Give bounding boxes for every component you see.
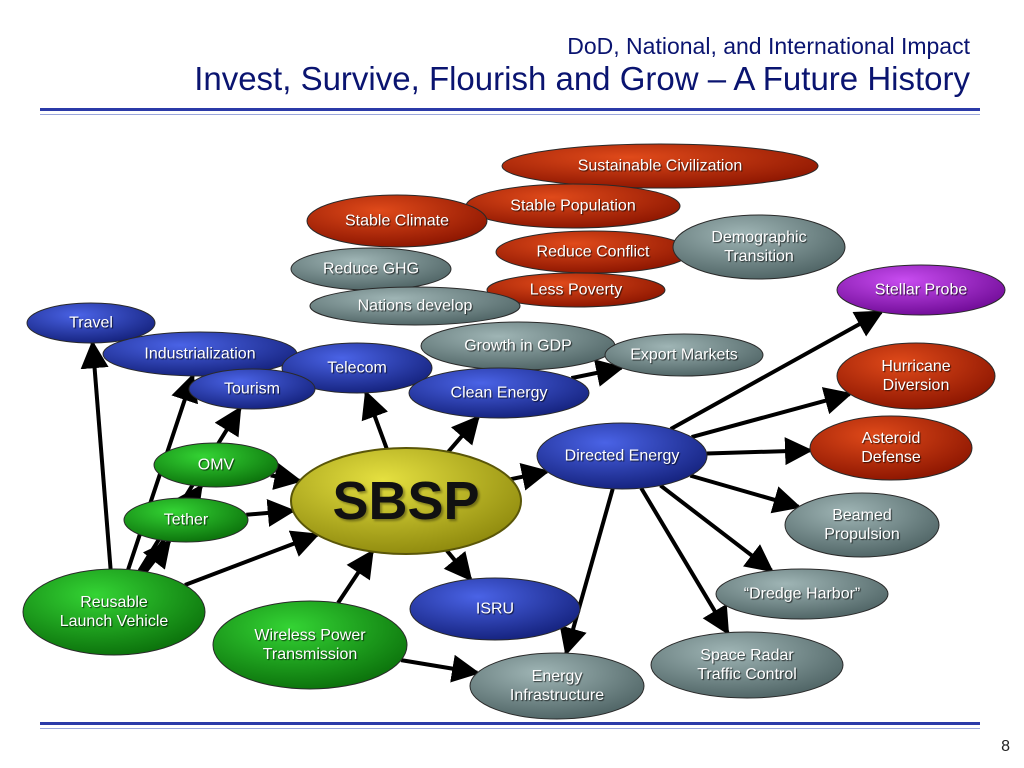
node-travel [26,302,156,344]
node-stable-climate [306,194,488,248]
arrow-reusable-launch-vehicle-to-tether [142,538,172,573]
arrow-directed-energy-to-beamed-propulsion [689,473,802,514]
page-number: 8 [1001,738,1010,755]
node-wireless-power-transmission [212,600,408,690]
node-beamed-propulsion [784,492,940,558]
node-stellar-probe [836,264,1006,316]
arrow-directed-energy-to-space-radar [639,487,730,636]
node-telecom [281,342,433,394]
node-energy-infrastructure [469,652,645,720]
bottom-divider [40,722,980,729]
node-reduce-conflict [495,230,691,274]
arrow-directed-energy-to-stellar-probe [669,310,884,431]
node-sbsp [290,447,522,555]
arrow-directed-energy-to-hurricane-diversion [691,387,853,439]
node-nations-develop [309,286,521,326]
node-growth-in-gdp [420,321,616,371]
arrow-reusable-launch-vehicle-to-travel [80,340,113,570]
arrow-sbsp-to-isru [443,549,473,582]
node-export-markets [604,333,764,377]
node-reusable-launch-vehicle [22,568,206,656]
slide-title: Invest, Survive, Flourish and Grow – A F… [194,60,970,97]
node-omv [153,442,279,488]
slide-header: DoD, National, and International Impact … [194,32,970,98]
arrow-reusable-launch-vehicle-to-sbsp [184,530,320,587]
arrow-directed-energy-to-asteroid-defense [706,437,814,466]
node-tether [123,497,249,543]
arrow-wireless-power-transmission-to-sbsp [336,549,374,604]
arrow-omv-to-sbsp [270,462,303,490]
node-sustainable-civilization [501,143,819,189]
node-clean-energy [408,367,590,419]
node-dredge-harbor [715,568,889,620]
node-space-radar [650,631,844,699]
arrow-directed-energy-to-dredge-harbor [659,483,774,573]
arrow-sbsp-to-directed-energy [510,463,550,491]
node-isru [409,577,581,641]
node-tourism [188,368,316,410]
node-demographic-transition [672,214,846,280]
arrow-clean-energy-to-export-markets [570,359,625,387]
arrow-directed-energy-to-energy-infrastructure [559,488,615,656]
arrow-sbsp-to-telecom [361,390,389,450]
node-asteroid-defense [809,415,973,481]
arrow-sbsp-to-clean-energy [446,415,480,454]
nodes-layer [22,143,1006,720]
node-directed-energy [536,422,708,490]
slide-subtitle: DoD, National, and International Impact [567,33,970,59]
arrow-wireless-power-transmission-to-energy-infrastructure [400,654,481,683]
arrow-tether-to-sbsp [246,498,296,527]
node-hurricane-diversion [836,342,996,410]
top-divider [40,108,980,115]
node-reduce-ghg [290,247,452,291]
node-stable-population [465,183,681,229]
node-less-poverty [486,272,666,308]
